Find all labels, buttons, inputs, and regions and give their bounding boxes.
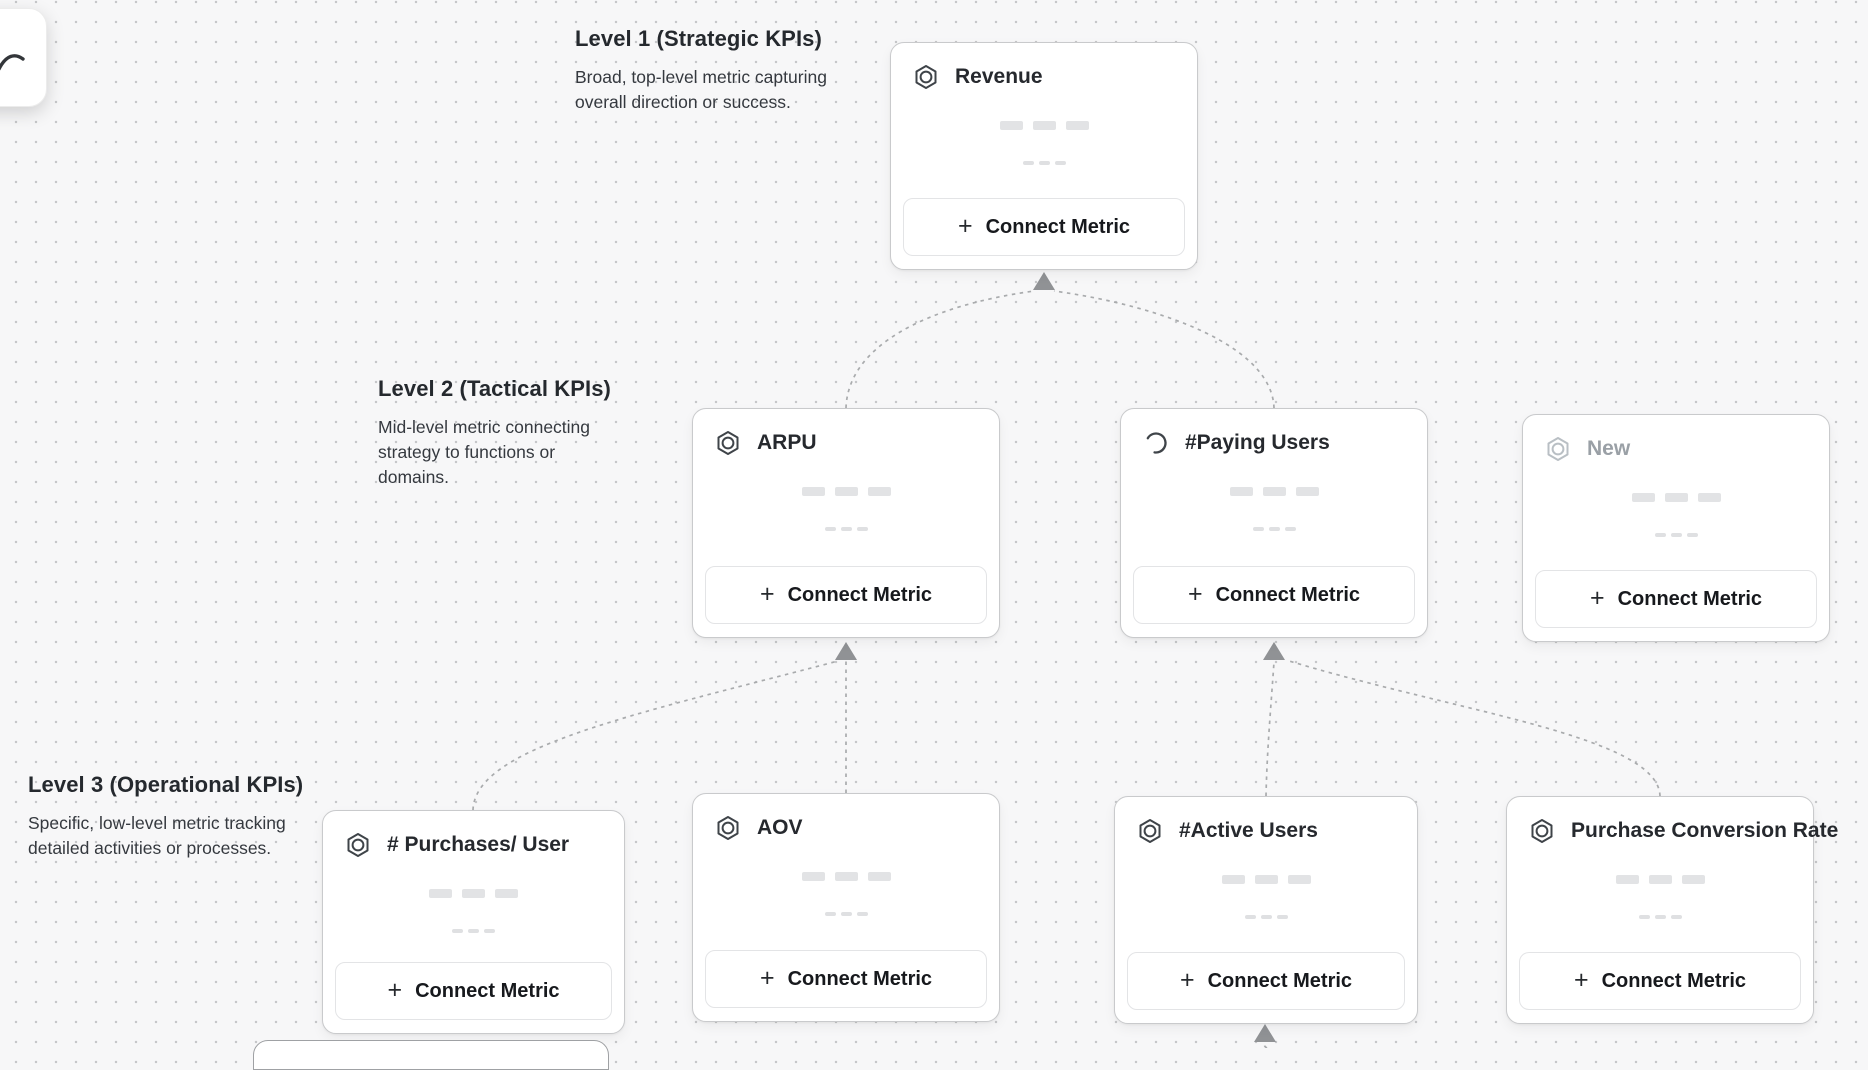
edge-purchases-to-arpu <box>472 660 839 811</box>
card-title: #Active Users <box>1179 819 1318 842</box>
chart-skeleton <box>693 487 999 531</box>
connect-metric-label: Connect Metric <box>415 979 560 1002</box>
metric-hexagon-icon <box>1545 436 1571 462</box>
partial-card-top-left[interactable] <box>0 8 47 107</box>
metric-hexagon-icon <box>345 832 371 858</box>
level-1-label: Level 1 (Strategic KPIs) Broad, top-leve… <box>575 26 845 115</box>
metric-card-arpu[interactable]: ARPU + Connect Metric <box>692 408 1000 638</box>
metric-card-revenue[interactable]: Revenue + Connect Metric <box>890 42 1198 270</box>
connect-metric-button[interactable]: + Connect Metric <box>705 950 987 1008</box>
card-header: # Purchases/ User <box>323 811 624 858</box>
chart-skeleton <box>1115 875 1417 919</box>
chart-skeleton <box>891 121 1197 165</box>
edge-stub-below-activeusers <box>1263 1037 1268 1048</box>
card-header: New <box>1523 415 1829 462</box>
level-1-description: Broad, top-level metric capturing overal… <box>575 67 827 113</box>
edge-pcr-to-payingusers <box>1285 659 1661 797</box>
metric-card-aov[interactable]: AOV + Connect Metric <box>692 793 1000 1022</box>
card-title: # Purchases/ User <box>387 833 570 856</box>
plus-icon: + <box>1589 583 1605 612</box>
chart-skeleton <box>1507 875 1813 919</box>
card-title: #Paying Users <box>1185 431 1330 454</box>
edge-arpu-to-revenue <box>845 290 1035 409</box>
plus-icon: + <box>957 211 973 240</box>
arrowhead-into-activeusers <box>1254 1024 1276 1042</box>
partial-card-bottom[interactable] <box>253 1040 609 1070</box>
level-3-title: Level 3 (Operational KPIs) <box>28 772 304 797</box>
metric-hexagon-icon <box>1137 818 1163 844</box>
plus-icon: + <box>759 579 775 608</box>
card-title: New <box>1587 437 1631 460</box>
chart-skeleton <box>693 872 999 916</box>
connect-metric-label: Connect Metric <box>1215 583 1361 606</box>
level-2-description: Mid-level metric connecting strategy to … <box>378 417 591 488</box>
sketch-stroke-icon <box>0 54 25 71</box>
connect-metric-label: Connect Metric <box>1617 587 1763 610</box>
card-header: #Paying Users <box>1121 409 1427 456</box>
connect-metric-button[interactable]: + Connect Metric <box>1519 952 1801 1010</box>
plus-icon: + <box>387 975 403 1004</box>
loading-spinner-icon <box>1143 430 1169 456</box>
edge-payingusers-to-revenue <box>1053 290 1275 409</box>
arrowhead-into-revenue <box>1033 272 1055 290</box>
level-1-title: Level 1 (Strategic KPIs) <box>575 26 822 51</box>
plus-icon: + <box>1187 579 1203 608</box>
card-header: AOV <box>693 794 999 841</box>
card-title: AOV <box>757 816 803 839</box>
metric-hexagon-icon <box>715 430 741 456</box>
metric-card-paying-users[interactable]: #Paying Users + Connect Metric <box>1120 408 1428 638</box>
connect-metric-label: Connect Metric <box>985 215 1131 238</box>
metric-hexagon-icon <box>913 64 939 90</box>
metric-hexagon-icon <box>1529 818 1555 844</box>
connect-metric-label: Connect Metric <box>1207 969 1353 992</box>
edge-activeusers-to-payingusers <box>1265 661 1275 797</box>
plus-icon: + <box>1573 965 1589 994</box>
card-header: Revenue <box>891 43 1197 90</box>
chart-skeleton <box>323 889 624 933</box>
level-2-title: Level 2 (Tactical KPIs) <box>378 376 611 401</box>
connect-metric-button[interactable]: + Connect Metric <box>1127 952 1405 1010</box>
level-3-label: Level 3 (Operational KPIs) Specific, low… <box>28 772 308 861</box>
card-header: ARPU <box>693 409 999 456</box>
connect-metric-button[interactable]: + Connect Metric <box>705 566 987 624</box>
connect-metric-button[interactable]: + Connect Metric <box>903 198 1185 256</box>
chart-skeleton <box>1121 487 1427 531</box>
metric-card-purchase-conversion-rate[interactable]: Purchase Conversion Rate + Connect Metri… <box>1506 796 1838 1024</box>
card-title: Revenue <box>955 65 1043 88</box>
arrowhead-into-payingusers <box>1263 642 1285 660</box>
level-3-description: Specific, low-level metric tracking deta… <box>28 813 286 859</box>
card-header: Purchase Conversion Rate <box>1507 797 1838 844</box>
card-title: Purchase Conversion Rate <box>1571 819 1839 842</box>
connect-metric-label: Connect Metric <box>787 583 933 606</box>
card-header: #Active Users <box>1115 797 1417 844</box>
connect-metric-label: Connect Metric <box>1601 969 1747 992</box>
chart-skeleton <box>1523 493 1829 537</box>
connect-metric-label: Connect Metric <box>787 967 933 990</box>
connect-metric-button[interactable]: + Connect Metric <box>335 962 612 1020</box>
plus-icon: + <box>1179 965 1195 994</box>
connect-metric-button[interactable]: + Connect Metric <box>1133 566 1415 624</box>
metric-hexagon-icon <box>715 815 741 841</box>
level-2-label: Level 2 (Tactical KPIs) Mid-level metric… <box>378 376 638 491</box>
metric-card-active-users[interactable]: #Active Users + Connect Metric <box>1114 796 1418 1024</box>
metric-card-new[interactable]: New + Connect Metric <box>1522 414 1830 642</box>
connect-metric-button[interactable]: + Connect Metric <box>1535 570 1817 628</box>
arrowhead-into-arpu <box>835 642 857 660</box>
plus-icon: + <box>759 963 775 992</box>
metric-card-purchases-per-user[interactable]: # Purchases/ User + Connect Metric <box>322 810 625 1034</box>
card-title: ARPU <box>757 431 817 454</box>
